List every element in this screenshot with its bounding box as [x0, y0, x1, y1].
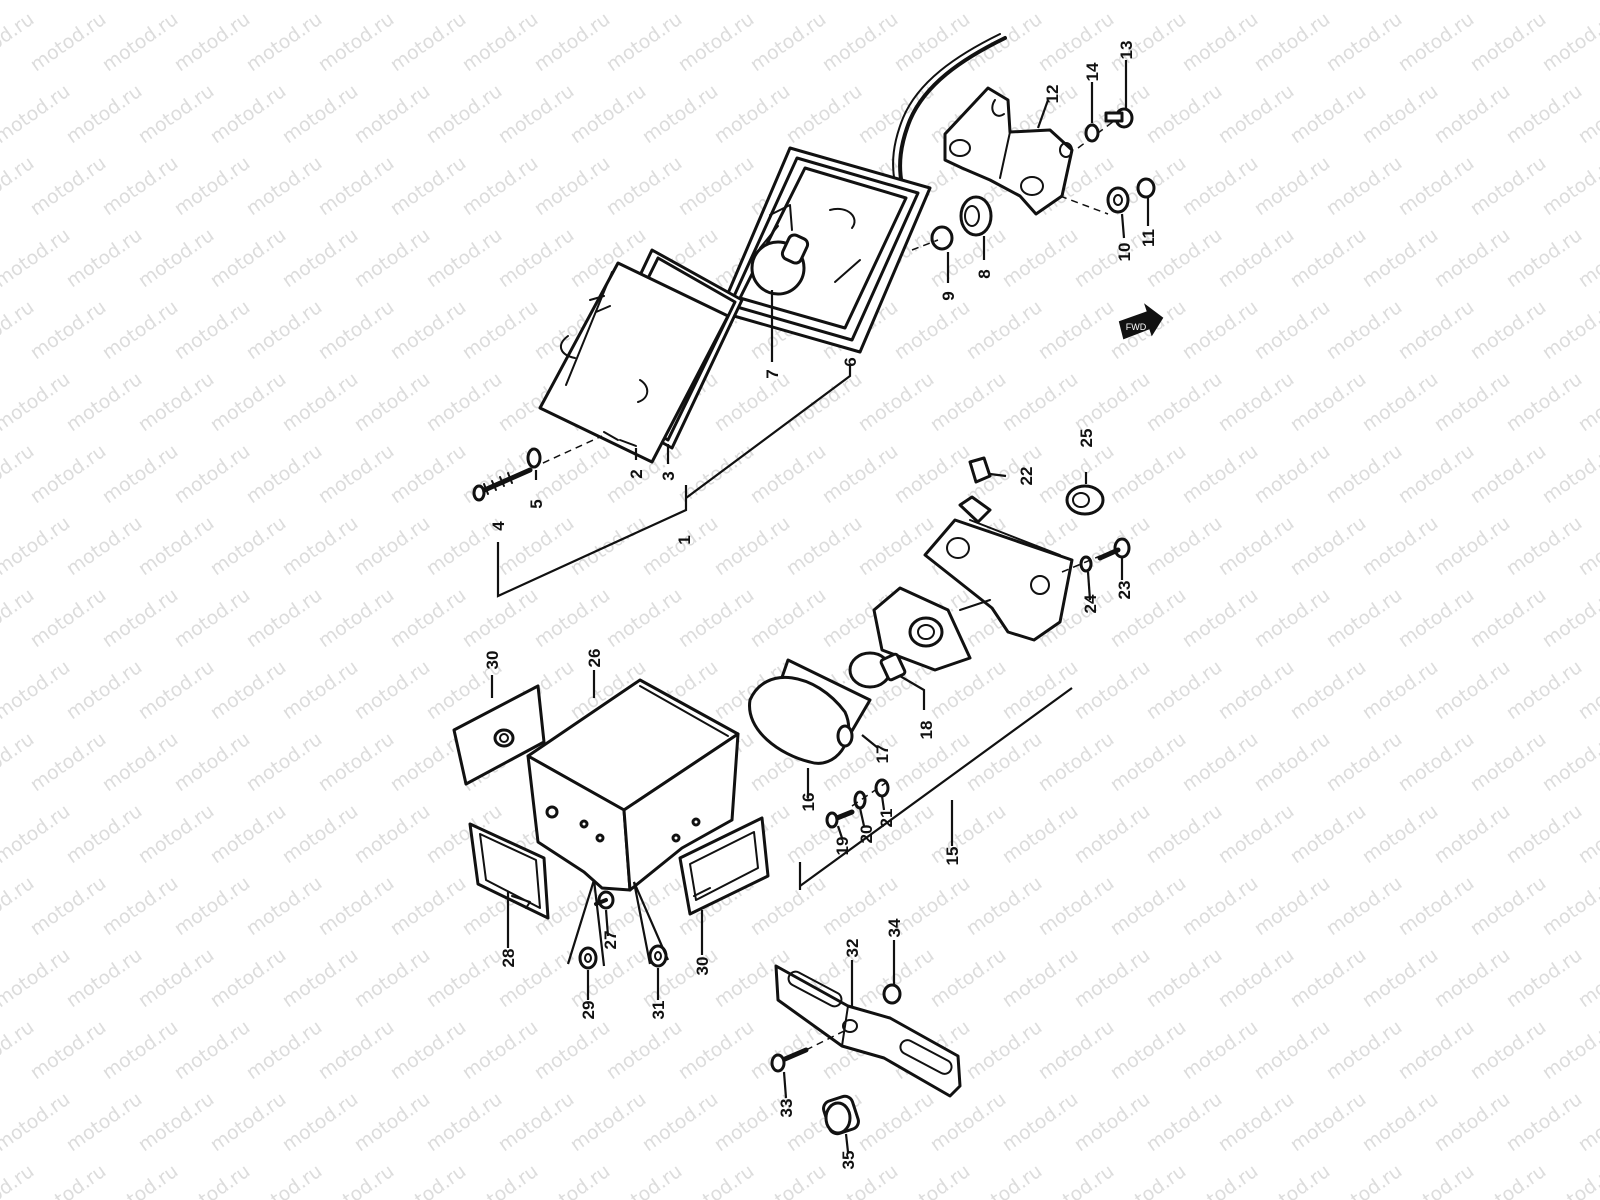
screw-27: [594, 890, 615, 910]
callout-1: 1: [675, 535, 694, 544]
screw-23: [1097, 537, 1131, 561]
callout-14: 14: [1083, 62, 1102, 81]
bulb: [750, 233, 810, 296]
washer-20: [853, 790, 867, 810]
wire-harness: [892, 33, 1007, 187]
callout-12: 12: [1043, 85, 1062, 104]
callout-27: 27: [601, 931, 620, 950]
lens: [538, 261, 730, 464]
callout-17: 17: [873, 745, 892, 764]
reflector-30-right: [678, 816, 770, 916]
leader-lines-lower: [490, 670, 704, 1000]
callout-7: 7: [763, 369, 782, 378]
callout-15: 15: [943, 847, 962, 866]
leader-lines-middle: [798, 472, 1124, 890]
callout-9: 9: [939, 291, 958, 300]
callout-35: 35: [839, 1151, 858, 1170]
reflector-28: [468, 822, 550, 920]
callout-21: 21: [877, 809, 896, 828]
callout-23: 23: [1115, 581, 1134, 600]
callout-5: 5: [527, 499, 546, 508]
callout-29: 29: [579, 1001, 598, 1020]
nut-29: [578, 946, 598, 970]
rear-cowl-26: [526, 678, 740, 892]
callout-30-right: 30: [693, 957, 712, 976]
washer-5: [526, 447, 542, 469]
callout-10: 10: [1115, 243, 1134, 262]
grommet-25: [1065, 484, 1105, 516]
callout-32: 32: [843, 939, 862, 958]
lamp-lens-16: [748, 675, 854, 765]
callout-24: 24: [1081, 594, 1100, 613]
callout-3: 3: [659, 471, 678, 480]
callout-6: 6: [841, 357, 860, 366]
callout-labels: 1 2 3 4 5 6 7 8 9 10 11 12 13 14 15 16 1…: [483, 41, 1158, 1170]
callout-16: 16: [799, 793, 818, 812]
nut-11: [1136, 177, 1156, 199]
callout-2: 2: [627, 469, 646, 478]
bolt-13: [1104, 107, 1134, 129]
callout-25: 25: [1077, 429, 1096, 448]
callout-26: 26: [585, 649, 604, 668]
plate-lamp-bracket: [923, 495, 1074, 642]
leader-lines-bracket: [782, 940, 896, 1153]
callout-18: 18: [917, 721, 936, 740]
screw-4: [472, 467, 533, 502]
plate-bracket-32: [774, 964, 962, 1098]
callout-8: 8: [975, 269, 994, 278]
bulb-18: [848, 651, 907, 689]
callout-28: 28: [499, 949, 518, 968]
callout-30-top: 30: [483, 651, 502, 670]
grommet-8: [959, 195, 993, 237]
nut-34: [882, 983, 902, 1005]
screw-19: [825, 809, 855, 829]
callout-33: 33: [777, 1099, 796, 1118]
screw-33: [770, 1047, 809, 1073]
callout-20: 20: [857, 825, 876, 844]
nut-14: [1084, 123, 1100, 143]
callout-11: 11: [1139, 229, 1158, 247]
svg-text:FWD: FWD: [1126, 322, 1147, 332]
washer-24: [1079, 555, 1093, 573]
washer-10: [1106, 186, 1130, 214]
reflector-30-top: [452, 684, 546, 786]
cap-22: [968, 456, 992, 484]
socket: [872, 586, 991, 672]
callout-19: 19: [833, 837, 852, 856]
grommet-9: [930, 225, 954, 251]
callout-22: 22: [1017, 467, 1036, 486]
watermark-text: motod.ru: [1574, 0, 1600, 4]
forward-arrow-icon: FWD: [1118, 303, 1164, 340]
callout-4: 4: [489, 521, 508, 531]
leader-lines-upper: [496, 60, 1150, 598]
callout-34: 34: [885, 918, 904, 937]
callout-13: 13: [1117, 41, 1136, 60]
spacer-35: [822, 1094, 860, 1136]
callout-31: 31: [649, 1001, 668, 1020]
